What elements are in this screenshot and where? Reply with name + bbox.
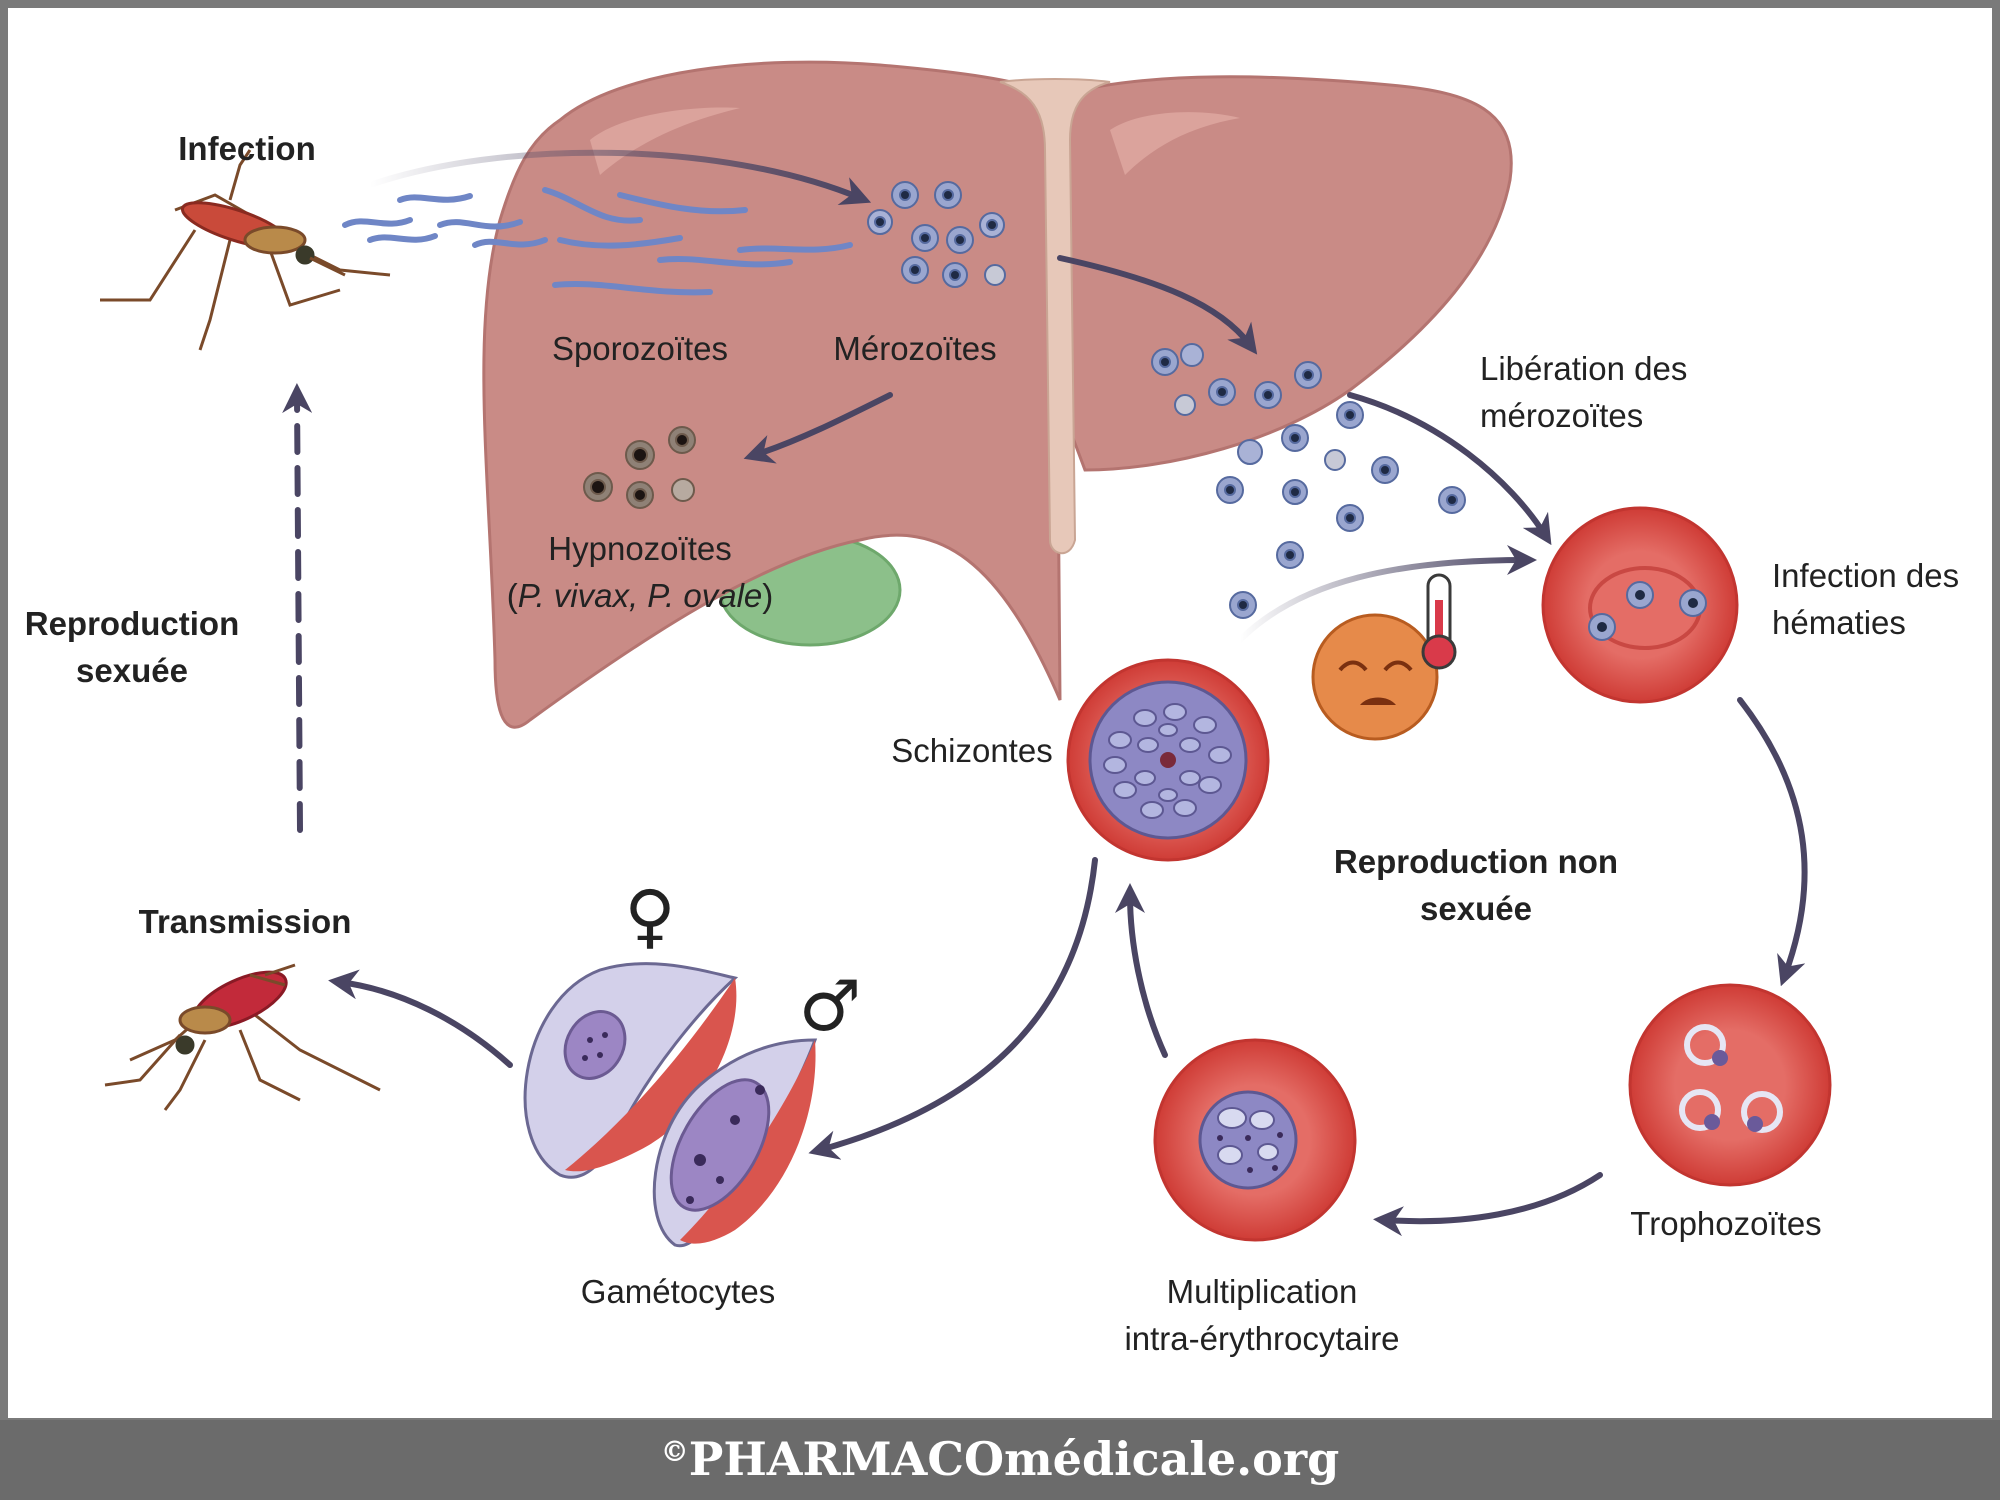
label-transmission: Transmission xyxy=(139,903,352,940)
label-multiplication-line1: Multiplication xyxy=(1167,1273,1358,1310)
arrow-release-to-rbc xyxy=(1347,392,1552,546)
fever-face-icon xyxy=(1311,573,1457,741)
male-symbol: ♂ xyxy=(799,965,862,1047)
footer-site: PHARMACOmédicale.org xyxy=(689,1432,1340,1486)
label-infection-hematies-line1: Infection des xyxy=(1772,557,1959,594)
falciform-ligament xyxy=(999,78,1111,555)
footer-credit: ©PHARMACOmédicale.org xyxy=(661,1432,1340,1486)
label-infection: Infection xyxy=(178,130,316,167)
schizont-cell xyxy=(1066,658,1270,862)
arrow-gametocytes-to-mosquito xyxy=(328,969,513,1068)
hypnozoites-species-italic: P. vivax, P. ovale xyxy=(518,577,763,614)
label-liberation-line2: mérozoïtes xyxy=(1480,397,1643,434)
label-infection-hematies-line2: hématies xyxy=(1772,604,1906,641)
arrow-merozoites-to-release xyxy=(1057,255,1258,355)
label-reproduction-sexuee-line2: sexuée xyxy=(76,652,188,689)
label-liberation-line1: Libération des xyxy=(1480,350,1687,387)
hypnozoites-paren-open: ( xyxy=(507,577,518,614)
arrow-trophozoites-to-multiplication xyxy=(1373,1172,1603,1237)
label-sporozoites: Sporozoïtes xyxy=(552,330,728,367)
label-hypnozoites-species: (P. vivax, P. ovale) xyxy=(507,577,774,614)
released-merozoites xyxy=(1151,343,1466,619)
hypnozoites-cluster xyxy=(583,426,696,509)
label-reproduction-non-sexuee-line1: Reproduction non xyxy=(1334,843,1618,880)
mosquito-transmission-icon xyxy=(104,963,381,1111)
cycle-arrows xyxy=(282,149,1808,1237)
arrow-rbc-to-trophozoites xyxy=(1737,697,1808,987)
sporozoites-group xyxy=(342,187,853,296)
liver-highlight xyxy=(1110,112,1240,175)
male-gametocyte xyxy=(652,1038,818,1248)
multiplication-cell xyxy=(1153,1038,1357,1242)
label-gametocytes: Gamétocytes xyxy=(581,1273,775,1310)
label-trophozoites: Trophozoïtes xyxy=(1630,1205,1821,1242)
hypnozoites-paren-close: ) xyxy=(762,577,773,614)
label-reproduction-non-sexuee-line2: sexuée xyxy=(1420,890,1532,927)
footer-bar xyxy=(0,1420,2000,1500)
merozoites-cluster xyxy=(867,181,1006,288)
female-symbol: ♀ xyxy=(624,875,675,957)
label-reproduction-sexuee-line1: Reproduction xyxy=(25,605,239,642)
mosquito-infection-icon xyxy=(100,149,391,351)
arrow-sexual-reproduction-dashed xyxy=(282,383,313,833)
footer-copyright: © xyxy=(661,1435,689,1468)
label-merozoites: Mérozoïtes xyxy=(833,330,996,367)
arrow-schizont-to-gametocytes xyxy=(808,857,1098,1160)
arrow-schizont-to-rbc xyxy=(1237,545,1537,643)
arrow-infection-to-liver xyxy=(367,149,872,205)
trophozoites-cell xyxy=(1628,983,1832,1187)
female-gametocyte xyxy=(523,962,739,1179)
label-multiplication-line2: intra-érythrocytaire xyxy=(1124,1320,1399,1357)
label-schizontes: Schizontes xyxy=(891,732,1052,769)
label-hypnozoites: Hypnozoïtes xyxy=(548,530,731,567)
arrow-merozoites-to-hypnozoites xyxy=(743,392,893,464)
arrow-multiplication-to-schizont xyxy=(1115,883,1168,1058)
infected-red-blood-cell xyxy=(1541,506,1739,704)
liver-highlight-left xyxy=(590,107,740,175)
